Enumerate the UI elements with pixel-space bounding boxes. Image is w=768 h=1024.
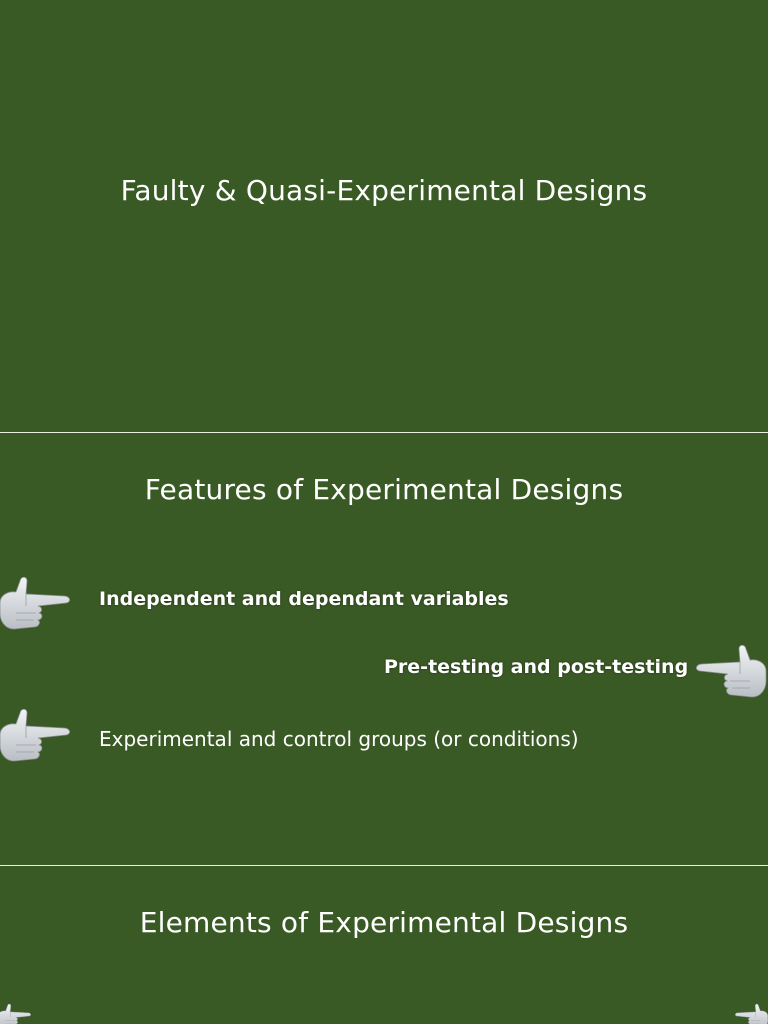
bullet-independent-dependent-variables: Independent and dependant variables [99, 588, 509, 610]
pointing-hand-icon [728, 1002, 768, 1024]
slide-2: Features of Experimental Designs Indepen… [0, 433, 768, 865]
pointing-hand-icon [690, 641, 768, 705]
pointing-hand-icon [0, 1002, 38, 1024]
bullet-experimental-control-groups: Experimental and control groups (or cond… [99, 727, 579, 751]
slide-3: Elements of Experimental Designs [0, 866, 768, 1024]
slide-3-title: Elements of Experimental Designs [139, 906, 629, 939]
pointing-hand-icon [0, 573, 76, 637]
slide-1: Faulty & Quasi-Experimental Designs [0, 0, 768, 432]
slide-2-title: Features of Experimental Designs [144, 473, 624, 506]
bullet-pre-post-testing: Pre-testing and post-testing [384, 656, 689, 678]
slide-divider [0, 865, 768, 866]
slide-divider [0, 432, 768, 433]
pointing-hand-icon [0, 705, 76, 769]
slide-1-title: Faulty & Quasi-Experimental Designs [120, 174, 648, 207]
